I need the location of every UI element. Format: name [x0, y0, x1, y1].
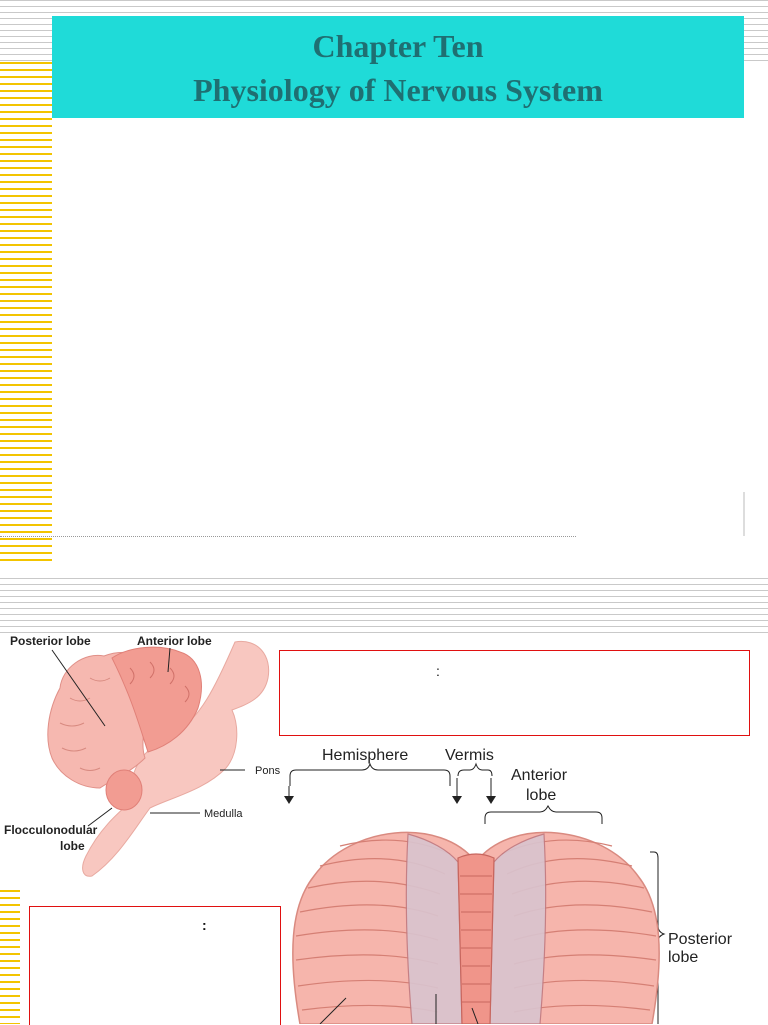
cerebellum-side-diagram: Posterior lobe Anterior lobe Pons Medull… — [4, 634, 281, 877]
vermis-label: Vermis — [445, 747, 494, 764]
chapter-title: Chapter Ten — [312, 28, 484, 64]
flocculonodular-label: Flocculonodular — [4, 823, 98, 837]
title-banner: Chapter Ten Physiology of Nervous System — [52, 16, 744, 118]
cerebellum-top-diagram: Hemisphere Vermis Anterior lobe Posterio… — [284, 747, 733, 1024]
chapter-subtitle: Physiology of Nervous System — [193, 72, 603, 108]
posterior-label-2: lobe — [668, 949, 698, 966]
text-box-colon-2: : — [202, 917, 207, 933]
hemisphere-label: Hemisphere — [322, 747, 408, 764]
slide-divider — [0, 578, 768, 636]
decorative-left-lines-2 — [0, 890, 20, 1024]
text-box-top-right: : — [279, 650, 750, 736]
anterior-label-2: lobe — [526, 787, 556, 804]
text-box-colon: : — [436, 663, 440, 679]
dotted-separator — [0, 536, 576, 537]
decorative-left-lines — [0, 62, 52, 562]
posterior-lobe-label: Posterior lobe — [10, 634, 91, 648]
flocculonodular-label-2: lobe — [60, 839, 85, 853]
posterior-label: Posterior — [668, 931, 733, 948]
anterior-label: Anterior — [511, 767, 568, 784]
text-box-bottom-left: : — [29, 906, 281, 1025]
edge-mark — [743, 492, 745, 536]
pons-label: Pons — [255, 765, 281, 777]
anterior-lobe-label: Anterior lobe — [137, 634, 212, 648]
medulla-label: Medulla — [204, 808, 243, 820]
